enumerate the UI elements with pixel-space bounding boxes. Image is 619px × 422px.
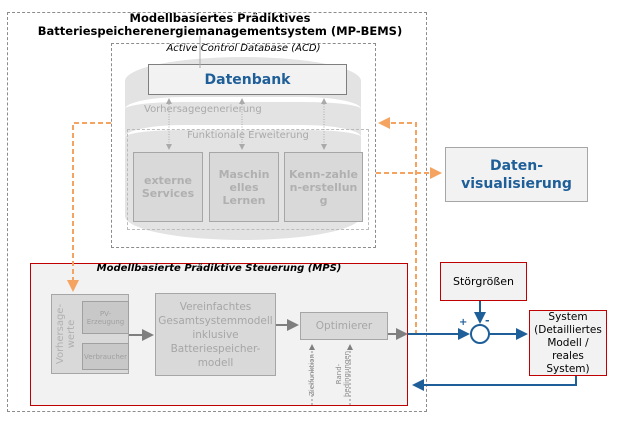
module-machine-learning: Maschin elles Lernen (209, 152, 279, 222)
module-label: Kenn-zahlen-erstellung (289, 167, 358, 207)
forecast-generation-label: Vorhersagegenerierung (144, 104, 262, 115)
db-module-links (166, 98, 327, 150)
system-label: System (Detailliertes Modell / reales Sy… (534, 310, 602, 375)
system-model-box: Vereinfachtes Gesamtsystemmodell inklusi… (155, 293, 276, 376)
functional-extension-label: Funktionale Erweiterung (187, 130, 309, 141)
optimizer-inputs (309, 344, 353, 405)
mps-label: Modellbasierte Prädiktive Steuerung (MPS… (96, 263, 342, 274)
mp-bems-title: Modellbasiertes Prädiktives Batteriespei… (20, 12, 420, 38)
mp-bems-frame (7, 12, 427, 412)
control-loop (408, 301, 577, 391)
consumer-label: Verbraucher (84, 352, 127, 361)
module-external-services: externe Services (133, 152, 203, 222)
data-visualization-box: Daten-visualisierung (445, 147, 588, 202)
functional-extension-frame (127, 129, 369, 230)
mps-flows (129, 319, 408, 341)
plus-sign: + (459, 317, 468, 328)
optimizer-box: Optimierer (300, 312, 388, 340)
orange-data-flows (67, 117, 442, 335)
pv-generation-box: PV-Erzeugung (82, 301, 129, 334)
pv-label: PV-Erzeugung (86, 309, 125, 326)
summing-junction (470, 324, 490, 344)
system-box: System (Detailliertes Modell / reales Sy… (529, 310, 607, 376)
module-kpi: Kenn-zahlen-erstellung (284, 152, 363, 222)
title-line-2: Batteriespeicherenergiemanagementsystem … (37, 24, 403, 38)
disturbance-label: Störgrößen (452, 275, 514, 288)
title-line-1: Modellbasiertes Prädiktives (129, 11, 311, 25)
module-label: externe Services (141, 174, 195, 200)
module-label: Maschin elles Lernen (218, 167, 270, 207)
database-box: Datenbank (148, 64, 347, 95)
disturbance-box: Störgrößen (440, 262, 527, 301)
acd-label: Active Control Database (ACD) (166, 43, 321, 54)
database-label: Datenbank (204, 71, 291, 88)
system-model-label: Vereinfachtes Gesamtsystemmodell inklusi… (158, 300, 273, 369)
data-visualization-label: Daten-visualisierung (461, 157, 572, 192)
acd-frame (111, 43, 376, 248)
optimizer-label: Optimierer (315, 320, 373, 332)
minus-sign: - (485, 314, 490, 327)
consumer-box: Verbraucher (82, 343, 129, 370)
